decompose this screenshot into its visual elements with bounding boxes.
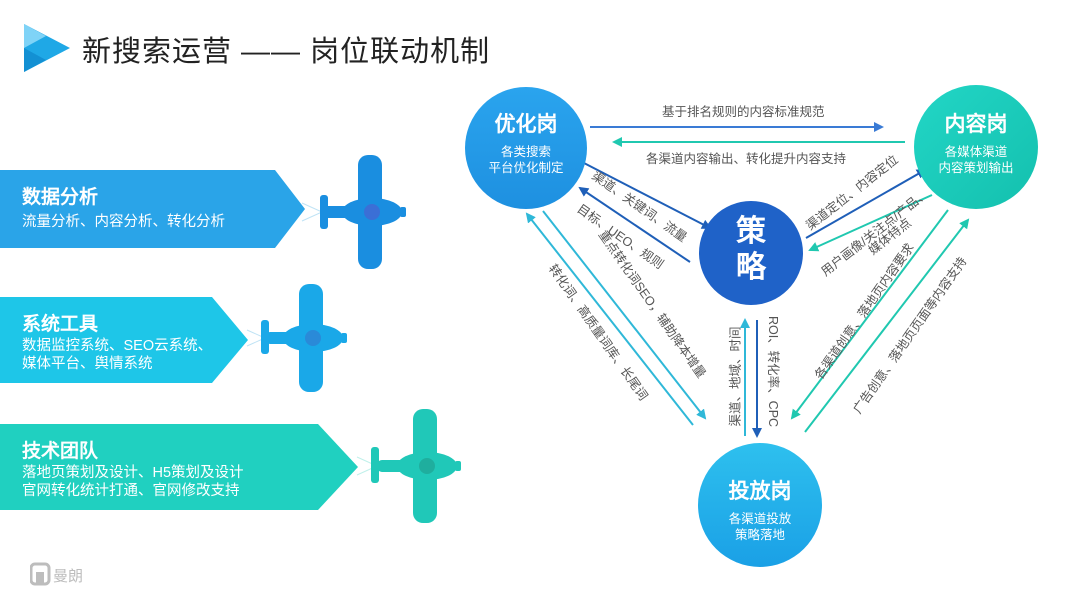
node-title: 投放岗 (728, 480, 792, 503)
airplane-icon (301, 155, 406, 269)
banner-title: 技术团队 (22, 441, 99, 462)
node-delivery-circle (698, 443, 822, 567)
node-content: 内容岗 各媒体渠道 内容策划输出 (913, 108, 1039, 176)
node-sub: 策略落地 (734, 528, 785, 542)
node-strategy: 策 略 (698, 214, 804, 286)
node-title: 内容岗 (944, 113, 1008, 136)
node-title: 优化岗 (494, 113, 558, 136)
node-optimize-circle (465, 87, 587, 209)
airplane-icon (356, 409, 461, 523)
node-sub: 各渠道投放 (728, 512, 792, 526)
banner-line: 数据监控系统、SEO云系统、 (22, 338, 213, 354)
strategy-char-2: 略 (736, 251, 766, 284)
airplane-icon (246, 284, 347, 392)
node-content-circle (914, 85, 1038, 209)
label-top-1: 基于排名规则的内容标准规范 (662, 105, 825, 119)
node-sub: 各媒体渠道 (944, 145, 1008, 159)
node-strategy-circle (699, 201, 803, 305)
banner-line: 落地页策划及设计、H5策划及设计 (22, 465, 244, 481)
label-top-2: 各渠道内容输出、转化提升内容支持 (646, 152, 847, 166)
node-optimize: 优化岗 各类搜索 平台优化制定 (464, 108, 588, 176)
node-delivery: 投放岗 各渠道投放 策略落地 (697, 475, 823, 543)
banner-title: 系统工具 (22, 314, 99, 335)
strategy-char-1: 策 (736, 215, 766, 248)
banner-line: 媒体平台、舆情系统 (22, 356, 153, 372)
banner-data-analysis: 数据分析 流量分析、内容分析、转化分析 (0, 170, 310, 248)
logo-icon: 曼朗 (29, 562, 83, 586)
banner-title: 数据分析 (22, 187, 99, 208)
company-logo: 曼朗 (29, 561, 94, 598)
node-sub: 平台优化制定 (488, 161, 564, 175)
label-strat-del-2: 渠道、地域、时间 (728, 326, 743, 427)
banner-system-tools: 系统工具 数据监控系统、SEO云系统、 媒体平台、舆情系统 (0, 297, 260, 383)
banner-tech-team: 技术团队 落地页策划及设计、H5策划及设计 官网转化统计打通、官网修改支持 (0, 424, 370, 510)
banner-line: 官网转化统计打通、官网修改支持 (22, 483, 240, 499)
label-strat-del-1: ROI、转化率、CPC (766, 315, 781, 428)
banner-line: 流量分析、内容分析、转化分析 (22, 214, 225, 230)
node-sub: 各类搜索 (500, 145, 551, 159)
play-logo-icon (24, 24, 70, 72)
page-title: 新搜索运营 —— 岗位联动机制 (82, 36, 491, 68)
logo-text: 曼朗 (53, 568, 83, 585)
node-sub: 内容策划输出 (938, 161, 1014, 175)
